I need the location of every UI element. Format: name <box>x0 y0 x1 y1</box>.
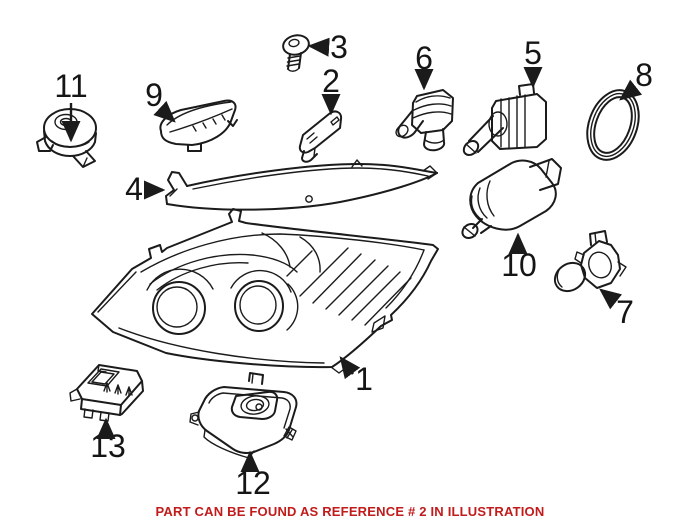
part-13-label: 13 <box>90 428 126 464</box>
part-11-drawing <box>36 108 97 168</box>
part-9-arrow <box>153 100 176 123</box>
part-9-drawing <box>159 99 238 152</box>
part-12-drawing <box>189 372 298 459</box>
reference-notice: PART CAN BE FOUND AS REFERENCE # 2 IN IL… <box>155 504 545 519</box>
part-3-drawing <box>282 34 310 72</box>
part-8-label: 8 <box>635 57 653 93</box>
part-3-label: 3 <box>330 29 348 65</box>
part-10-label: 10 <box>501 247 537 283</box>
part-10-drawing <box>461 158 562 240</box>
part-1-arrow <box>339 356 361 380</box>
part-4-drawing <box>165 159 438 211</box>
part-2-label: 2 <box>322 63 340 99</box>
part-12-label: 12 <box>235 465 271 501</box>
part-1-drawing <box>91 208 439 374</box>
part-5-label: 5 <box>524 35 542 71</box>
part-5-drawing <box>462 83 547 156</box>
part-8-arrow <box>619 79 643 101</box>
callouts: 1 2 3 4 5 6 7 8 9 10 11 12 13 <box>54 29 653 501</box>
part-1-label: 1 <box>355 361 373 397</box>
part-13-drawing <box>69 364 144 422</box>
part-3-arrow <box>307 37 330 57</box>
part-6-label: 6 <box>415 40 433 76</box>
part-8-drawing <box>586 89 640 161</box>
part-7-arrow <box>599 288 623 310</box>
part-7-label: 7 <box>616 294 634 330</box>
part-9-label: 9 <box>145 77 163 113</box>
part-4-label: 4 <box>125 171 143 207</box>
part-6-drawing <box>395 89 454 152</box>
part-11-label: 11 <box>54 68 87 104</box>
part-7-drawing <box>553 230 627 293</box>
part-2-drawing <box>298 110 343 163</box>
